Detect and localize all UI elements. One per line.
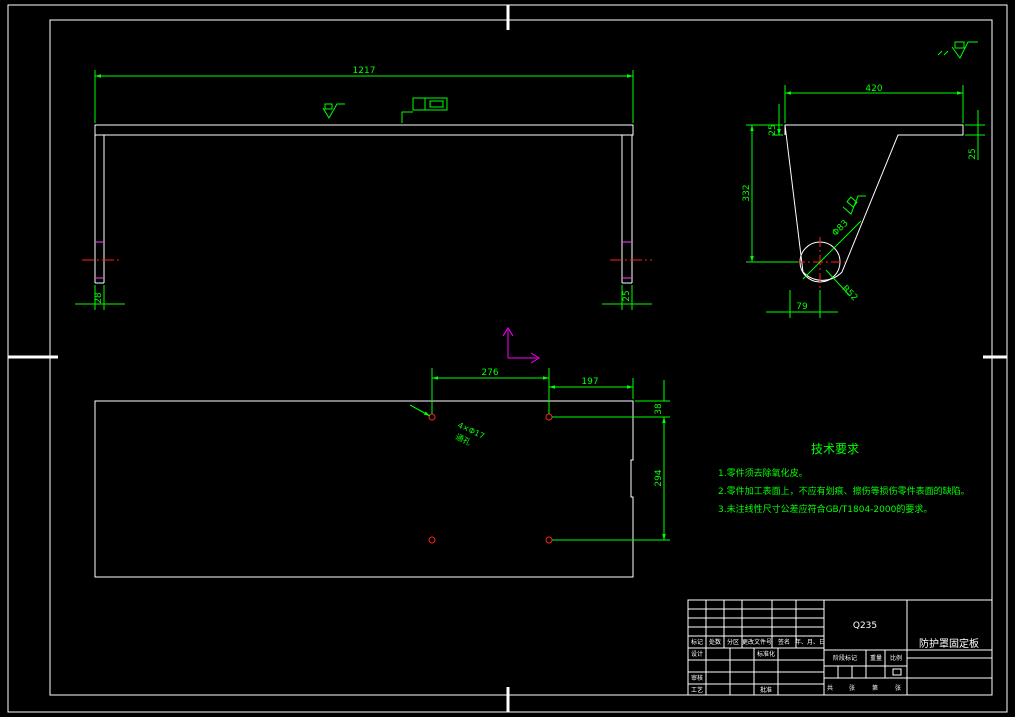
dim-hole-spacing-x: 276 <box>481 368 498 378</box>
dim-hole-spacing-y: 294 <box>654 469 664 486</box>
tb-label-standardize: 标准化 <box>757 650 775 658</box>
tb-label-review: 审核 <box>691 674 703 682</box>
dim-edge-x: 197 <box>581 377 598 387</box>
dim-top-thickness: 25 <box>768 124 778 135</box>
dim-hole-diameter: Φ83 <box>830 218 850 238</box>
tb-label-sheet: 张 <box>895 684 901 692</box>
tb-label-approve: 批准 <box>760 686 772 694</box>
dim-edge-y: 38 <box>654 403 664 415</box>
tb-label-stage: 阶段标记 <box>833 654 857 662</box>
tech-requirement-3: 3.未注线性尺寸公差应符合GB/T1804-2000的要求。 <box>718 503 932 515</box>
title-block: Q235 防护罩固定板 标记 处数 分区 更改文件号 签名 年、月、日 设计 标… <box>687 599 993 696</box>
dim-left-offset: 28 <box>94 292 104 304</box>
side-view: 420 25 25 332 79 Φ83 R52 <box>742 84 985 318</box>
tb-label-mark: 标记 <box>691 638 703 646</box>
part-name: 防护罩固定板 <box>919 637 979 650</box>
dim-side-width: 420 <box>865 84 882 94</box>
tb-label-zone: 分区 <box>727 638 739 646</box>
tb-label-total: 共 <box>827 684 833 692</box>
dim-bottom-offset: 79 <box>796 302 808 312</box>
ucs-icon <box>502 327 540 364</box>
tb-label-scale: 比例 <box>890 654 902 662</box>
tb-label-date: 年、月、日 <box>795 638 825 646</box>
tech-requirement-2: 2.零件加工表面上，不应有划痕、擦伤等损伤零件表面的缺陷。 <box>718 485 970 497</box>
front-view: 1217 28 25 <box>75 66 652 310</box>
dim-right-thickness: 25 <box>968 148 978 159</box>
tb-label-design: 设计 <box>691 650 703 658</box>
centring-marks <box>8 5 1007 712</box>
outer-frame <box>7 4 1008 713</box>
tech-requirement-1: 1.零件须去除氧化皮。 <box>718 467 808 479</box>
dim-overall-width: 1217 <box>353 66 376 76</box>
tb-label-weight: 重量 <box>870 654 882 662</box>
tb-label-no: 第 <box>872 684 878 692</box>
dim-side-height: 332 <box>742 184 752 201</box>
roughness-default-icon <box>937 41 978 59</box>
tb-label-change-doc: 更改文件号 <box>742 638 772 646</box>
tech-requirements-title: 技术要求 <box>811 442 859 456</box>
dim-outer-radius: R52 <box>840 284 860 304</box>
tb-label-signature: 签名 <box>778 638 790 646</box>
plan-view: 276 197 38 294 4×Φ17 通孔 <box>94 368 670 578</box>
dim-right-offset: 25 <box>622 290 632 301</box>
material: Q235 <box>853 621 877 631</box>
tb-label-sheets: 张 <box>849 684 855 692</box>
tb-label-count: 处数 <box>709 638 721 646</box>
tb-label-process: 工艺 <box>691 686 703 694</box>
tech-requirements: 技术要求 1.零件须去除氧化皮。 2.零件加工表面上，不应有划痕、擦伤等损伤零件… <box>718 442 970 515</box>
